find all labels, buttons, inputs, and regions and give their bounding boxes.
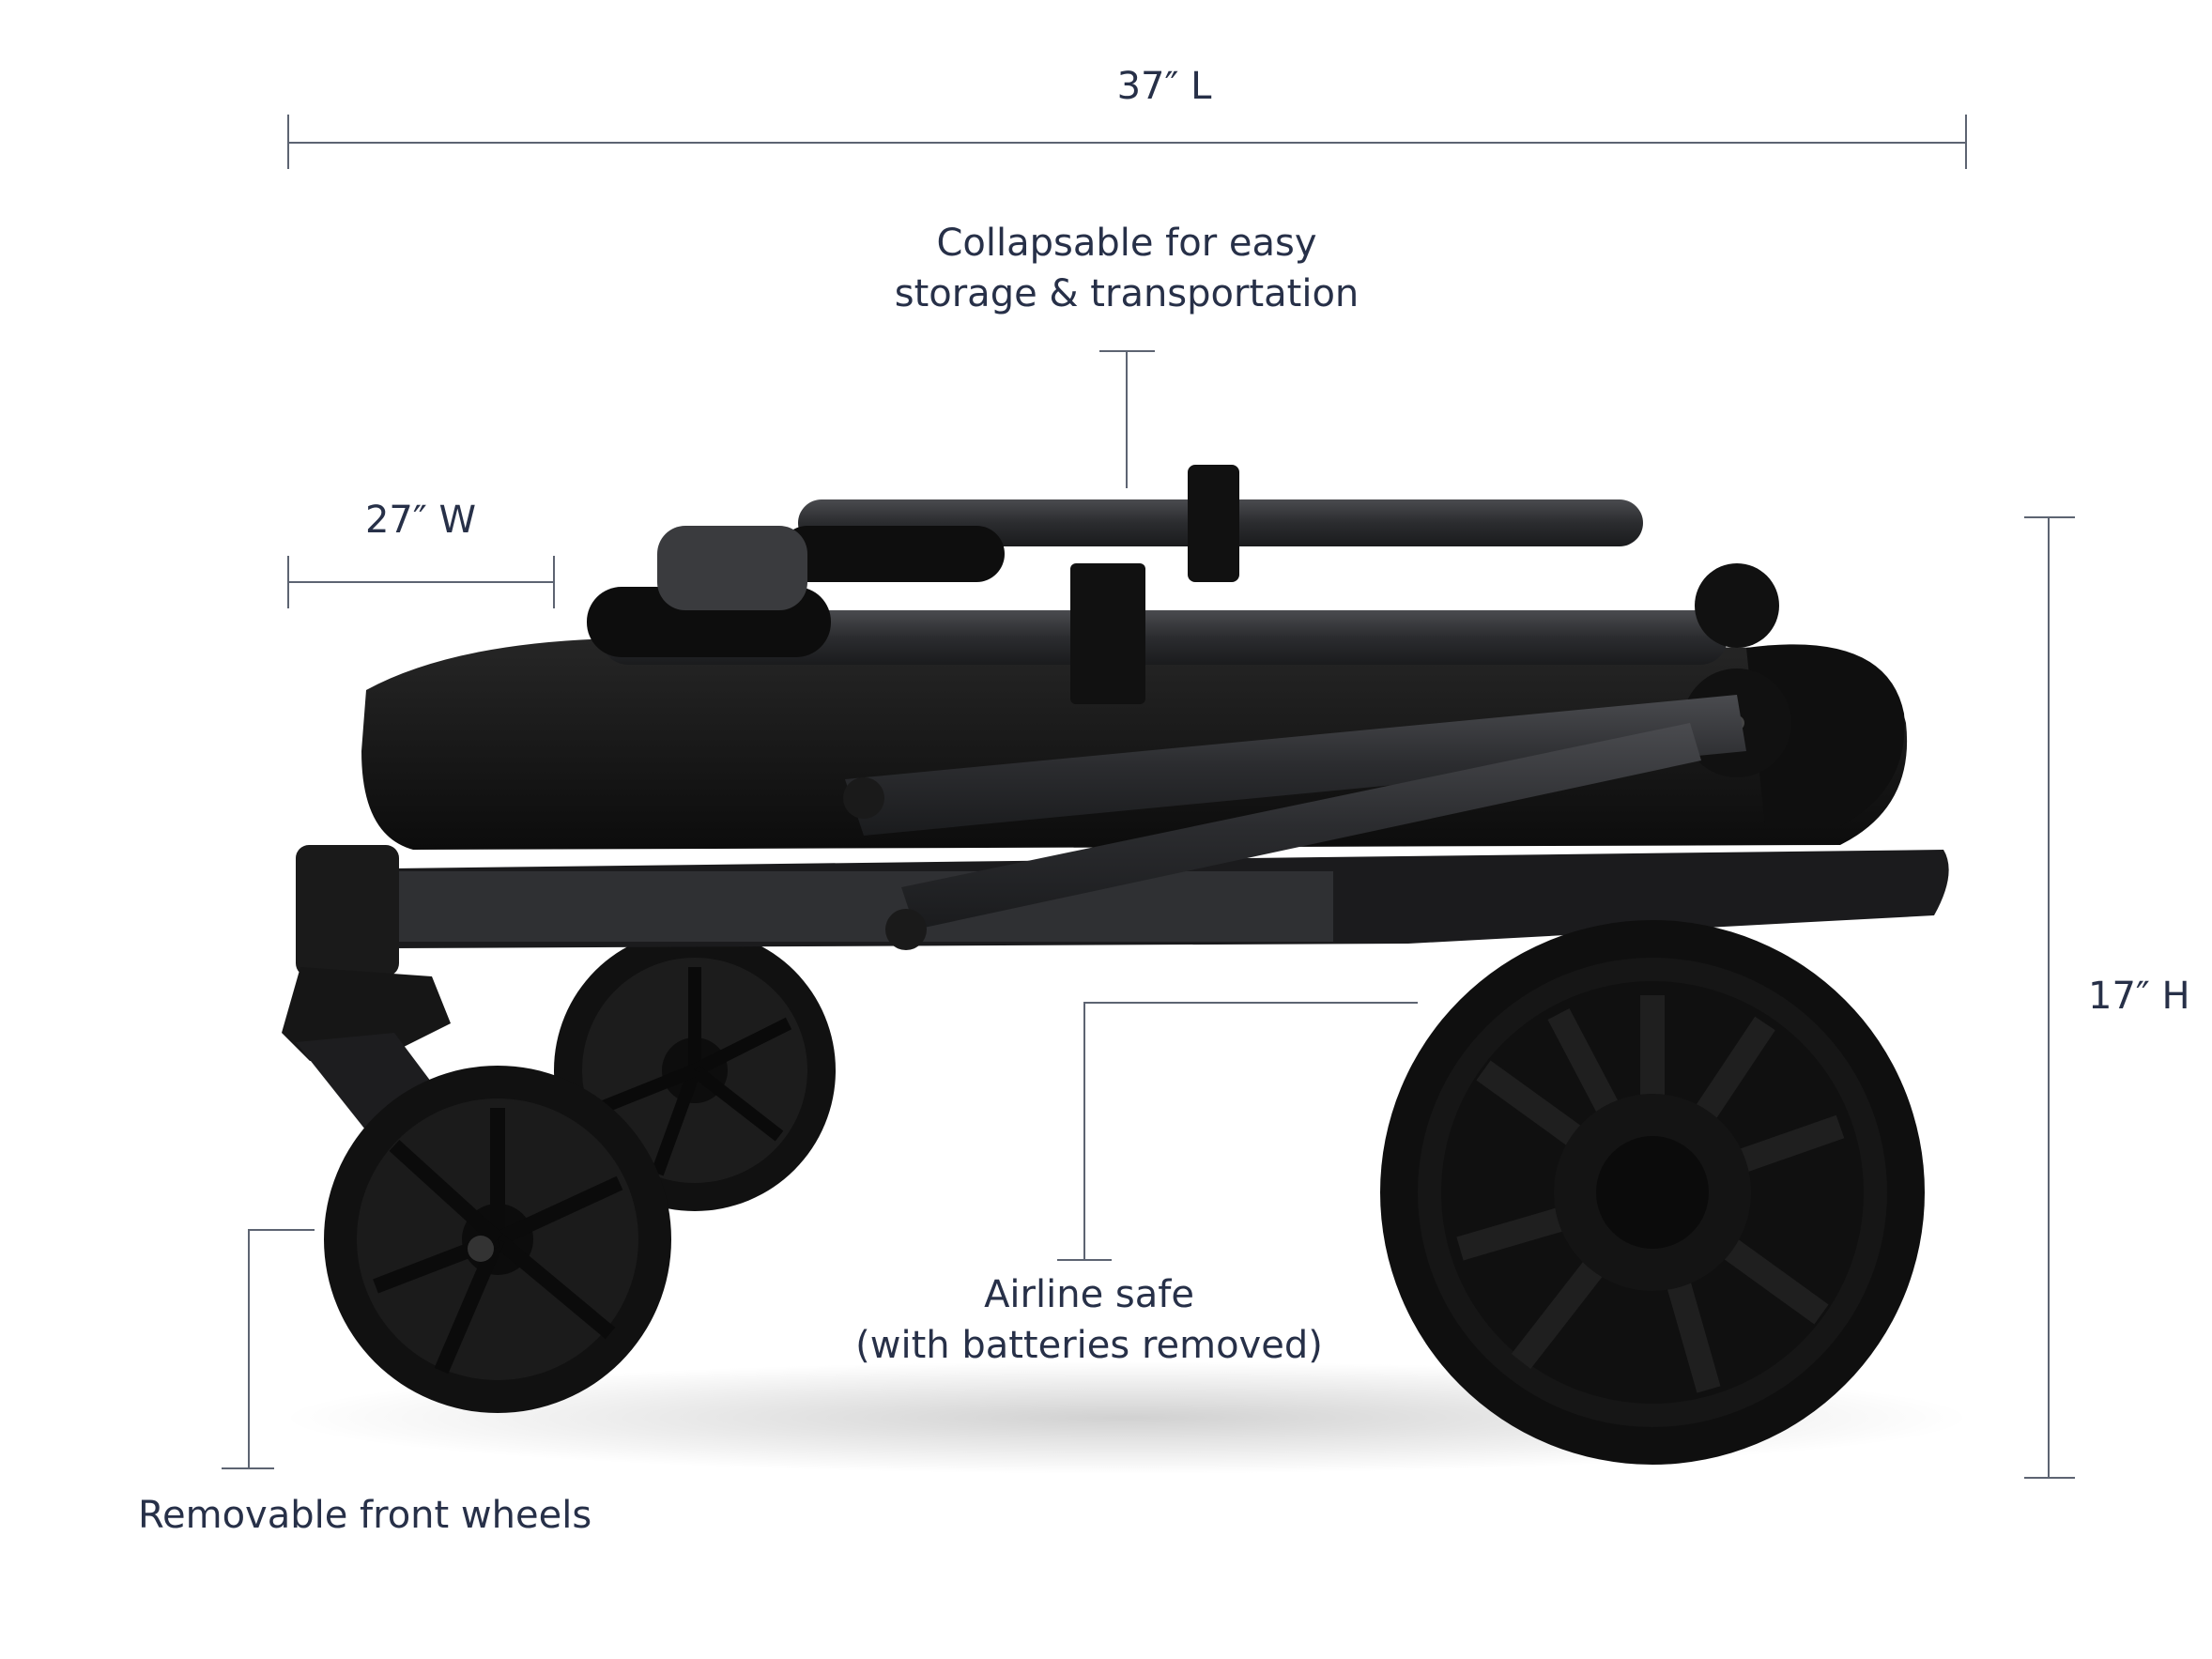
length-value: 37″ L [1116, 65, 1212, 108]
length-dimension-label: 37″ L [1070, 61, 1258, 112]
collapsable-line-1: Collapsable for easy [936, 222, 1317, 265]
front-wheels-text: Removable front wheels [138, 1494, 592, 1537]
width-dimension-label: 27″ W [327, 495, 515, 545]
airline-line-2: (with batteries removed) [855, 1324, 1323, 1367]
length-dimension-line [287, 115, 1967, 169]
height-dimension-line [2024, 516, 2075, 1479]
front-wheels-leader-line [222, 1229, 315, 1469]
collapsable-callout: Collapsable for easy storage & transport… [845, 218, 1408, 319]
width-dimension-line [287, 556, 555, 608]
front-wheels-callout: Removable front wheels [138, 1490, 626, 1541]
chassis [296, 845, 1949, 976]
height-value: 17″ H [2088, 975, 2190, 1018]
airline-leader-line [1057, 1002, 1418, 1261]
rear-wheel [1380, 920, 1925, 1465]
collapsable-leader-line [1099, 350, 1155, 488]
front-wheel [324, 1066, 671, 1413]
airline-callout: Airline safe (with batteries removed) [807, 1269, 1371, 1371]
airline-line-1: Airline safe [984, 1273, 1194, 1316]
side-strut [843, 695, 1746, 950]
height-dimension-label: 17″ H [2088, 971, 2201, 1022]
width-value: 27″ W [364, 499, 477, 542]
collapsable-line-2: storage & transportation [894, 272, 1359, 315]
folded-handle-frame [587, 465, 1791, 777]
